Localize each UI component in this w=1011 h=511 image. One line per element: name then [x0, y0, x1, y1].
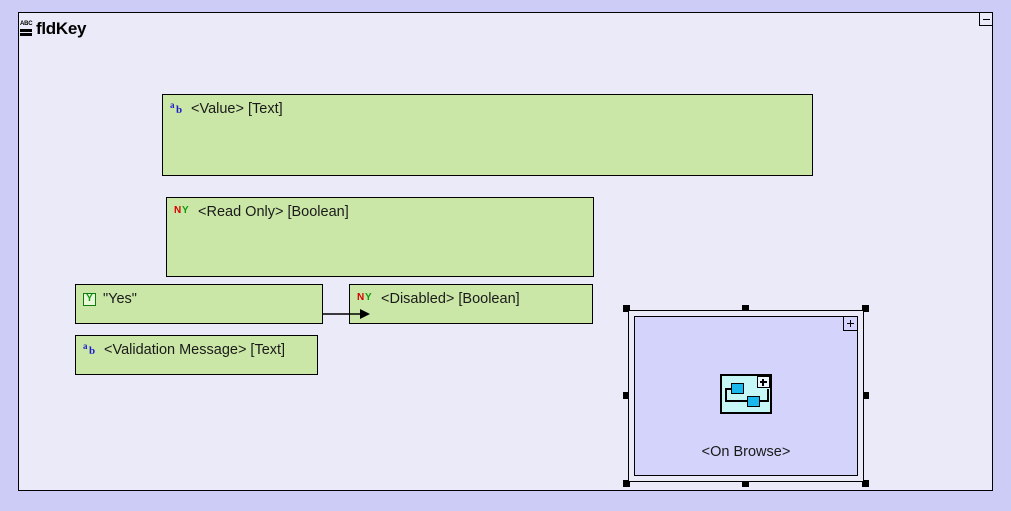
- field-label: "Yes": [103, 291, 137, 307]
- resize-handle-s[interactable]: [742, 480, 749, 487]
- resize-handle-n[interactable]: [742, 305, 749, 312]
- resize-handle-sw[interactable]: [623, 480, 630, 487]
- resize-handle-w[interactable]: [623, 392, 630, 399]
- field-label: <Read Only> [Boolean]: [198, 204, 349, 220]
- plus-icon[interactable]: [843, 316, 858, 331]
- minimize-icon[interactable]: [979, 12, 993, 26]
- field-label: <Disabled> [Boolean]: [381, 291, 520, 307]
- abc-text-field-icon: ABC: [20, 21, 34, 37]
- field-label: <Validation Message> [Text]: [104, 342, 286, 358]
- resize-handle-e[interactable]: [862, 392, 869, 399]
- on-browse-panel-selection[interactable]: <On Browse>: [623, 305, 869, 487]
- yes-literal-icon: Y: [83, 293, 96, 306]
- field-label: <Value> [Text]: [191, 101, 283, 117]
- resize-handle-ne[interactable]: [862, 305, 869, 312]
- on-browse-panel[interactable]: <On Browse>: [634, 316, 858, 476]
- page-title: ABC fldKey: [20, 18, 86, 40]
- flowchart-icon: [720, 374, 772, 414]
- resize-handle-se[interactable]: [862, 480, 869, 487]
- on-browse-caption: <On Browse>: [701, 444, 791, 460]
- resize-handle-nw[interactable]: [623, 305, 630, 312]
- field-box-yes-literal[interactable]: Y "Yes": [75, 284, 323, 324]
- page-title-label: fldKey: [36, 19, 87, 38]
